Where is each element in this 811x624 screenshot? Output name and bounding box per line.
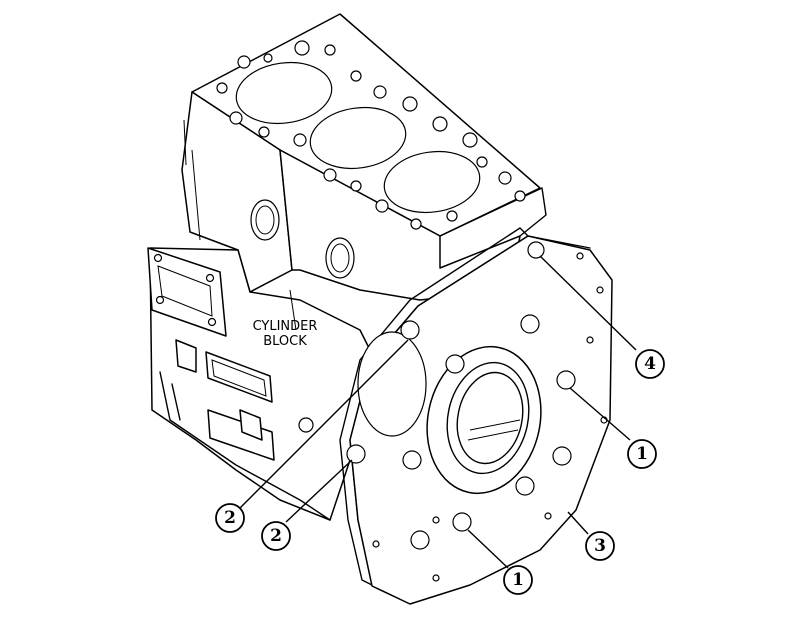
label-line-2: BLOCK: [263, 334, 307, 349]
callout-2-left: 2: [215, 503, 245, 533]
svg-text:2: 2: [270, 526, 282, 546]
callout-1-upper: 1: [627, 439, 657, 469]
cylinder-bores: [216, 40, 526, 230]
svg-text:3: 3: [594, 536, 606, 556]
plate-bolts: [346, 241, 576, 550]
label-line-1: CYLINDER: [253, 319, 318, 334]
svg-text:1: 1: [512, 570, 524, 590]
leader-lines: [239, 255, 637, 569]
svg-text:4: 4: [644, 354, 656, 374]
callout-1-lower: 1: [503, 565, 533, 595]
svg-text:2: 2: [224, 508, 236, 528]
callout-2-right: 2: [261, 521, 291, 551]
callout-3: 3: [585, 531, 615, 561]
svg-text:1: 1: [636, 444, 648, 464]
front-plate: [346, 235, 613, 605]
cylinder-block-label: CYLINDER BLOCK: [253, 319, 318, 349]
callout-4: 4: [635, 349, 665, 379]
